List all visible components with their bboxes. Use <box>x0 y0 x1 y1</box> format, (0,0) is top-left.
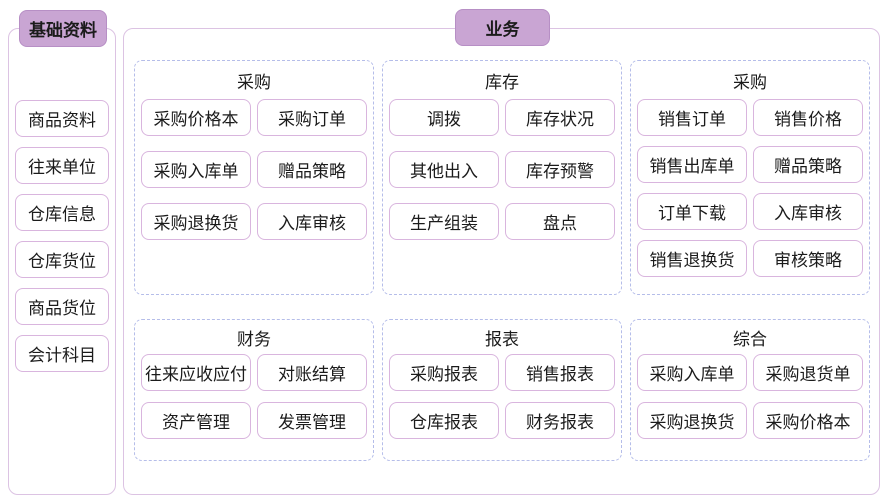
group-finance: 财务 往来应收应付 对账结算 资产管理 发票管理 <box>134 319 374 461</box>
group-purchase-title: 采购 <box>237 72 271 92</box>
group-purchase: 采购 采购价格本 采购订单 采购入库单 赠品策略 采购退换货 入库审核 <box>134 60 374 295</box>
sidebar-item-goods-info[interactable]: 商品资料 <box>15 100 109 137</box>
module-button-reconciliation-settlement[interactable]: 对账结算 <box>257 354 367 391</box>
basic-data-title-tag: 基础资料 <box>19 10 107 47</box>
module-button-production-assembly[interactable]: 生产组装 <box>389 203 499 240</box>
business-title-tag: 业务 <box>455 9 550 46</box>
module-button-receivables-payables[interactable]: 往来应收应付 <box>141 354 251 391</box>
module-button-sales-order[interactable]: 销售订单 <box>637 99 747 136</box>
group-finance-grid: 往来应收应付 对账结算 资产管理 发票管理 <box>141 354 367 439</box>
group-inventory-grid: 调拨 库存状况 其他出入 库存预警 生产组装 盘点 <box>389 99 615 240</box>
basic-data-panel: 商品资料 往来单位 仓库信息 仓库货位 商品货位 会计科目 <box>8 28 116 495</box>
module-button-transfer[interactable]: 调拨 <box>389 99 499 136</box>
group-misc: 综合 采购入库单 采购退货单 采购退换货 采购价格本 <box>630 319 870 461</box>
module-button-finance-report[interactable]: 财务报表 <box>505 402 615 439</box>
module-button-warehouse-report[interactable]: 仓库报表 <box>389 402 499 439</box>
business-panel: 采购 采购价格本 采购订单 采购入库单 赠品策略 采购退换货 入库审核 库存 调… <box>123 28 880 495</box>
module-button-purchase-price-book[interactable]: 采购价格本 <box>141 99 251 136</box>
group-sales-title: 采购 <box>733 72 767 92</box>
module-button-purchase-inbound-order[interactable]: 采购入库单 <box>141 151 251 188</box>
module-button-gift-policy[interactable]: 赠品策略 <box>257 151 367 188</box>
module-button-order-download[interactable]: 订单下载 <box>637 193 747 230</box>
module-button-misc-purchase-price-book[interactable]: 采购价格本 <box>753 402 863 439</box>
group-inventory: 库存 调拨 库存状况 其他出入 库存预警 生产组装 盘点 <box>382 60 622 295</box>
group-sales: 采购 销售订单 销售价格 销售出库单 赠品策略 订单下载 入库审核 销售退换货 … <box>630 60 870 295</box>
sidebar-item-goods-locations[interactable]: 商品货位 <box>15 288 109 325</box>
module-button-inbound-audit[interactable]: 入库审核 <box>257 203 367 240</box>
sidebar-item-accounting-subjects[interactable]: 会计科目 <box>15 335 109 372</box>
group-finance-title: 财务 <box>237 329 271 349</box>
module-button-stocktake[interactable]: 盘点 <box>505 203 615 240</box>
module-button-stock-alert[interactable]: 库存预警 <box>505 151 615 188</box>
sidebar-item-warehouse-locations[interactable]: 仓库货位 <box>15 241 109 278</box>
module-button-other-in-out[interactable]: 其他出入 <box>389 151 499 188</box>
module-button-sales-gift-policy[interactable]: 赠品策略 <box>753 146 863 183</box>
module-button-misc-purchase-inbound-order[interactable]: 采购入库单 <box>637 354 747 391</box>
module-button-audit-policy[interactable]: 审核策略 <box>753 240 863 277</box>
group-reports-grid: 采购报表 销售报表 仓库报表 财务报表 <box>389 354 615 439</box>
module-button-purchase-returns[interactable]: 采购退换货 <box>141 203 251 240</box>
group-misc-title: 综合 <box>733 329 767 349</box>
module-button-purchase-order[interactable]: 采购订单 <box>257 99 367 136</box>
group-reports: 报表 采购报表 销售报表 仓库报表 财务报表 <box>382 319 622 461</box>
sidebar-item-business-partners[interactable]: 往来单位 <box>15 147 109 184</box>
module-button-sales-report[interactable]: 销售报表 <box>505 354 615 391</box>
group-inventory-title: 库存 <box>485 72 519 92</box>
group-misc-grid: 采购入库单 采购退货单 采购退换货 采购价格本 <box>637 354 863 439</box>
module-button-misc-purchase-returns[interactable]: 采购退换货 <box>637 402 747 439</box>
module-button-sales-returns[interactable]: 销售退换货 <box>637 240 747 277</box>
group-reports-title: 报表 <box>485 329 519 349</box>
module-button-purchase-return-order[interactable]: 采购退货单 <box>753 354 863 391</box>
group-purchase-grid: 采购价格本 采购订单 采购入库单 赠品策略 采购退换货 入库审核 <box>141 99 367 240</box>
module-button-stock-status[interactable]: 库存状况 <box>505 99 615 136</box>
sidebar-item-warehouse-info[interactable]: 仓库信息 <box>15 194 109 231</box>
module-button-sales-inbound-audit[interactable]: 入库审核 <box>753 193 863 230</box>
module-button-sales-outbound-order[interactable]: 销售出库单 <box>637 146 747 183</box>
group-sales-grid: 销售订单 销售价格 销售出库单 赠品策略 订单下载 入库审核 销售退换货 审核策… <box>637 99 863 277</box>
module-button-purchase-report[interactable]: 采购报表 <box>389 354 499 391</box>
module-button-asset-management[interactable]: 资产管理 <box>141 402 251 439</box>
module-button-sales-price[interactable]: 销售价格 <box>753 99 863 136</box>
module-button-invoice-management[interactable]: 发票管理 <box>257 402 367 439</box>
basic-data-item-list: 商品资料 往来单位 仓库信息 仓库货位 商品货位 会计科目 <box>15 100 109 372</box>
